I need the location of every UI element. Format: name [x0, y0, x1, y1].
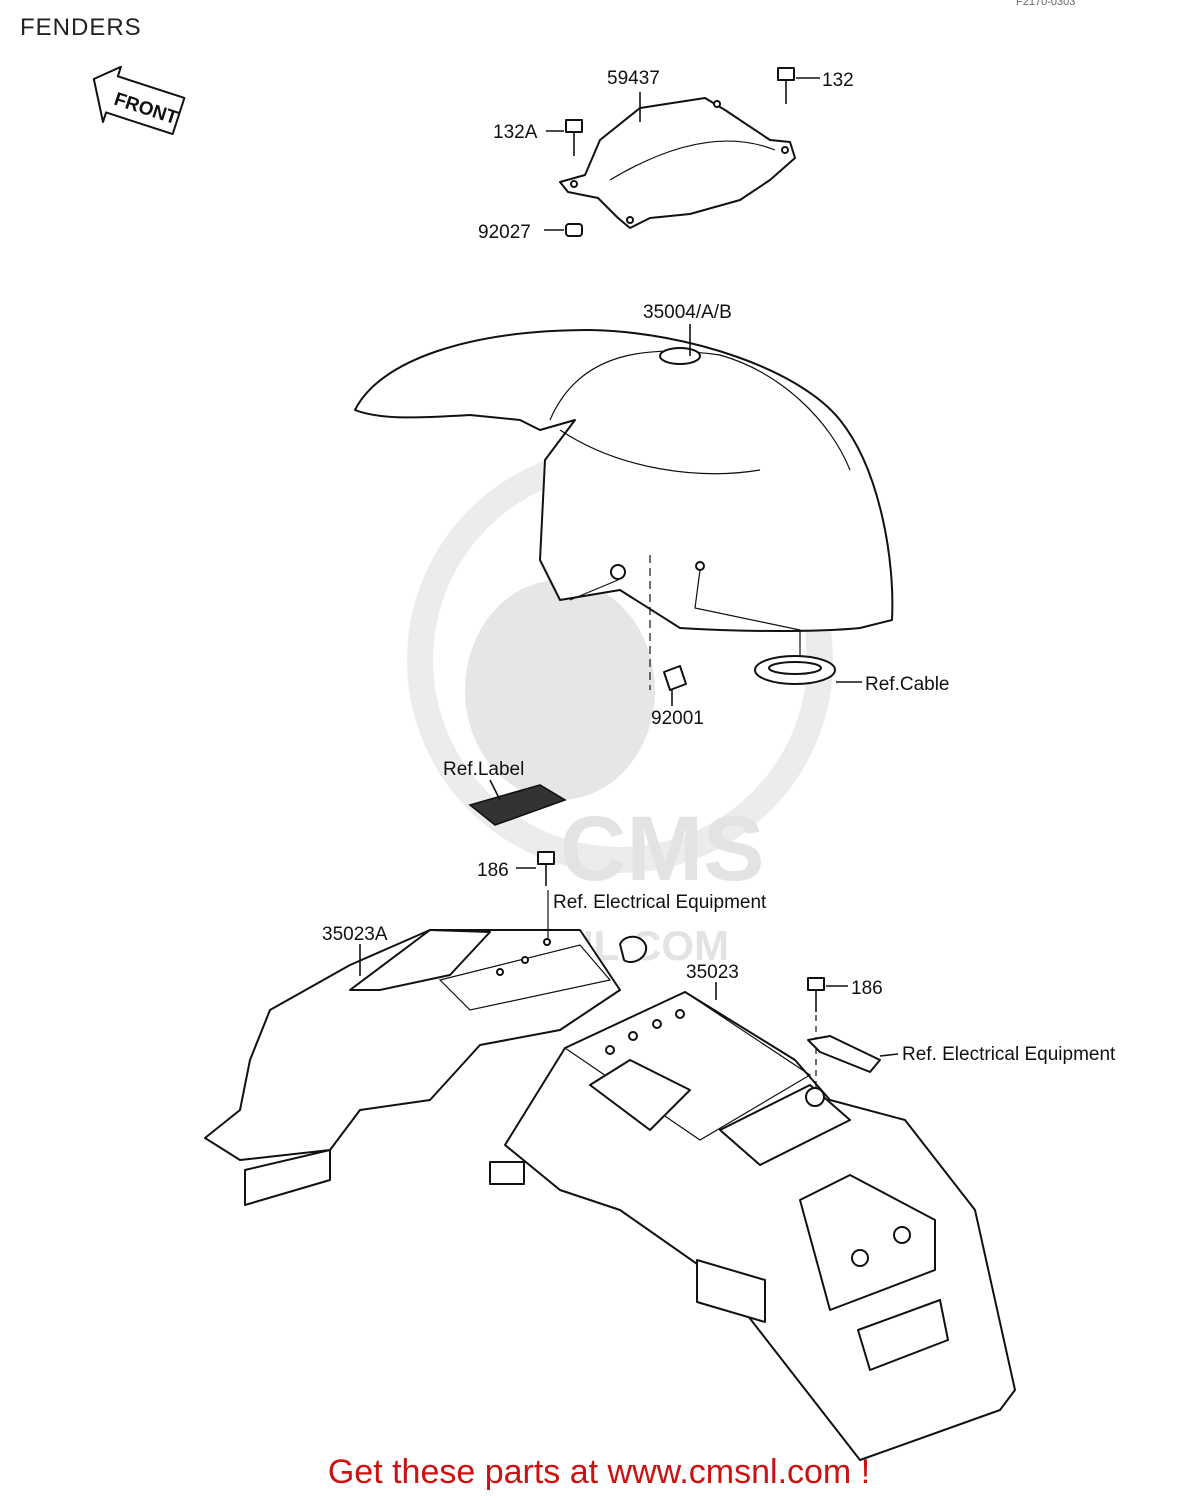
callout-35023: 35023	[686, 962, 739, 983]
rear-fender-hole-1	[605, 1045, 615, 1055]
cover-body	[559, 97, 796, 229]
callout-35023a: 35023A	[322, 924, 388, 945]
clamp-body	[619, 935, 648, 964]
callout-ref-cable: Ref.Cable	[865, 674, 950, 695]
bolt-186-a-head	[537, 851, 555, 865]
part-electrical-bracket	[807, 1035, 881, 1073]
rear-fender-pocket	[589, 1059, 691, 1131]
part-cover-59437	[559, 97, 796, 229]
page-title: FENDERS	[20, 14, 142, 41]
front-arrow: FRONT	[92, 65, 186, 136]
inner-fender-outline	[204, 929, 621, 1206]
callout-35004: 35004/A/B	[643, 302, 732, 323]
callout-ref-label: Ref.Label	[443, 759, 524, 780]
nut-92027	[565, 223, 583, 237]
callout-ref-elec-a: Ref. Electrical Equipment	[553, 892, 767, 913]
callout-186-a: 186	[477, 860, 509, 881]
front-fender-edge	[559, 429, 761, 475]
front-fender-mount-hole	[610, 564, 626, 580]
bolt-186-b	[807, 977, 825, 1090]
rear-fender-tail	[799, 1174, 936, 1311]
nut-92027-body	[565, 223, 583, 237]
electrical-bracket-body	[807, 1035, 881, 1073]
watermark-brand: CMS	[560, 798, 764, 900]
part-inner-fender-35023a	[204, 890, 621, 1206]
diagram-ref-code: F2170-0303	[1016, 0, 1076, 8]
part-front-fender-35004	[354, 329, 894, 690]
front-arrow-shape	[92, 65, 186, 136]
callout-132a: 132A	[493, 122, 538, 143]
rear-fender-hole-4	[675, 1009, 685, 1019]
bolt-186-a	[537, 851, 555, 886]
rear-fender-hole-3	[652, 1019, 662, 1029]
part-label	[468, 784, 567, 826]
bolt-186-b-head	[807, 977, 825, 991]
leader-lines	[359, 77, 899, 1057]
front-fender-arm-line	[569, 579, 619, 601]
rear-fender-hole-2	[628, 1031, 638, 1041]
rear-fender-tab	[489, 1161, 525, 1185]
front-fender-cable-line	[694, 569, 801, 660]
front-fender-tab	[659, 347, 701, 365]
cover-hole-d	[626, 216, 634, 224]
footer-promo-link[interactable]: Get these parts at www.cmsnl.com !	[327, 1453, 871, 1491]
bolt-92001-body	[663, 665, 687, 691]
bolt-132-head	[777, 67, 795, 81]
front-fender-small-hole	[695, 561, 705, 571]
rear-fender-plate-area	[857, 1299, 949, 1371]
part-clamp	[619, 935, 648, 964]
callout-ref-elec-b: Ref. Electrical Equipment	[902, 1044, 1116, 1065]
rear-fender-light-hole-b	[893, 1226, 911, 1244]
front-fender-crown	[549, 350, 851, 471]
inner-fender-channel	[349, 929, 491, 991]
bolt-132	[777, 67, 795, 104]
callout-92027: 92027	[478, 222, 531, 243]
rear-fender-light-hole-a	[851, 1249, 869, 1267]
callout-labels: 59437 132 132A 92027 35004/A/B 92001 Ref…	[322, 68, 1116, 1065]
bolt-132a-head	[565, 119, 583, 133]
cable-guide-slot	[768, 661, 822, 675]
leader-ref-label	[489, 779, 501, 801]
part-rear-fender-35023	[489, 991, 1016, 1461]
bolt-132a	[565, 119, 583, 156]
cover-ridge	[609, 140, 776, 181]
rear-fender-side-plate	[696, 1259, 766, 1323]
label-body	[468, 784, 567, 826]
callout-59437: 59437	[607, 68, 660, 89]
cover-hole-b	[713, 100, 721, 108]
rear-fender-mount-hole	[805, 1087, 825, 1107]
inner-fender-rib	[438, 944, 612, 1011]
inner-fender-hole-b	[521, 956, 529, 964]
bolt-92001	[663, 665, 687, 691]
part-cable-guide	[754, 655, 836, 685]
watermark-face	[465, 580, 655, 800]
callout-92001: 92001	[651, 708, 704, 729]
callout-186-b: 186	[851, 978, 883, 999]
cover-hole-a	[570, 180, 578, 188]
cover-hole-c	[781, 146, 789, 154]
inner-fender-hole-c	[543, 938, 551, 946]
front-fender-outline	[354, 329, 894, 632]
leader-ref-elec-b	[879, 1053, 899, 1057]
inner-fender-hole-a	[496, 968, 504, 976]
callout-132: 132	[822, 70, 854, 91]
